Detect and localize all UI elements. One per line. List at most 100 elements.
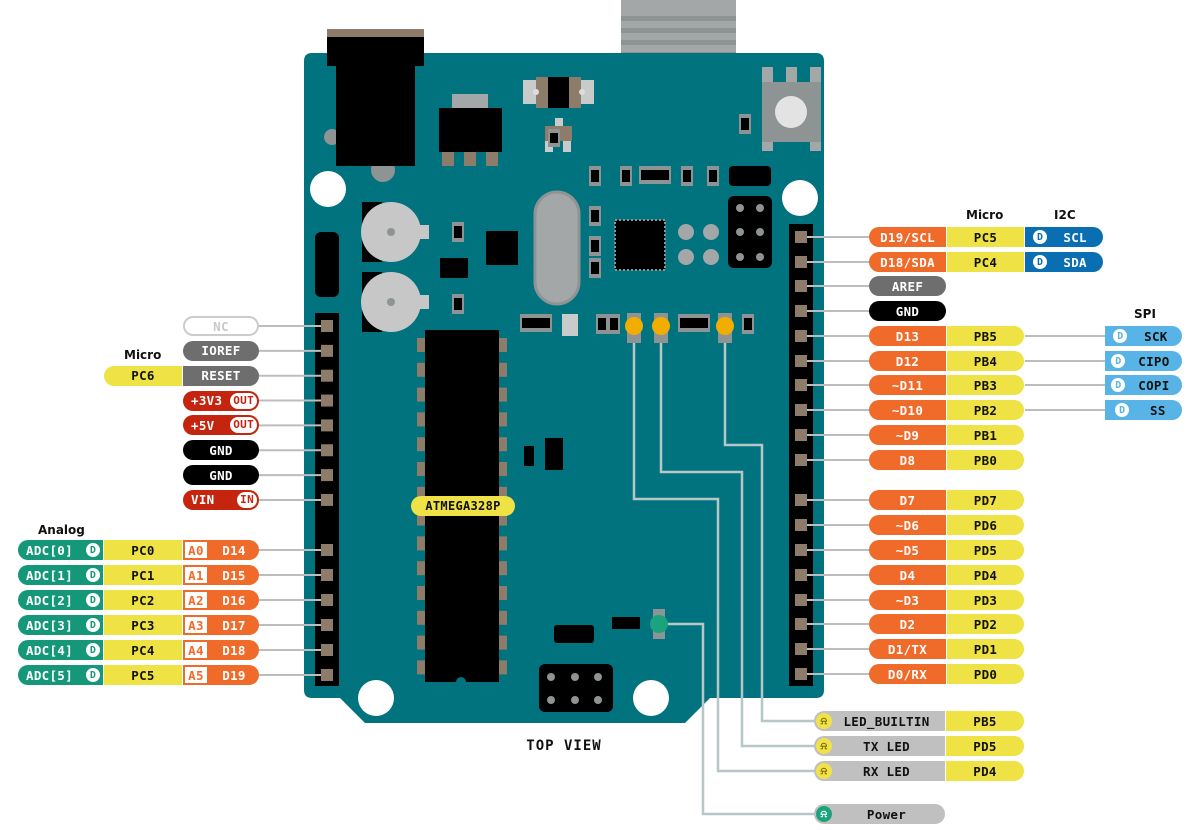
right-pin-d13: D13: [869, 326, 946, 346]
micro-pin-pd2: PD2: [947, 614, 1024, 634]
mcu-pin: [498, 536, 507, 551]
adc-label-text: ADC[5]: [26, 667, 73, 683]
right-pin-d10: ~D10: [869, 400, 946, 420]
right-pin-gnd-text: GND: [895, 303, 920, 319]
electrolytic-capacitors: [361, 202, 429, 332]
digital-capable-badge: D: [86, 543, 100, 557]
analog-pin-a1: A1: [183, 565, 209, 585]
mcu-pin: [417, 536, 426, 551]
mount-hole: [782, 180, 818, 216]
power-direction-tag: IN: [237, 491, 257, 508]
micro-pin-pb4: PB4: [947, 351, 1024, 371]
mcu-pin: [498, 387, 507, 402]
smd-part: [454, 298, 462, 310]
header-pin: [321, 469, 333, 482]
micro-pin-pb0: PB0: [947, 450, 1024, 470]
adc-label-text: ADC[1]: [26, 567, 73, 583]
icsp-header-bottom: [539, 664, 613, 712]
i2c-pin-scl-text: SCL: [1063, 229, 1087, 245]
header-pin: [795, 429, 807, 441]
digital-capable-badge: D: [86, 618, 100, 632]
smd-part: [641, 170, 669, 180]
header-pin: [321, 394, 333, 407]
power-pin-ioref: IOREF: [183, 340, 259, 361]
right-pin-d7: D7: [869, 490, 946, 510]
mcu-pin: [417, 412, 426, 427]
power-pin-reset-text: RESET: [201, 368, 241, 384]
i2c-header: I2C: [1054, 208, 1076, 222]
mcu-pin: [498, 486, 507, 501]
header-pin: [321, 444, 333, 457]
right-pin-d3-text: ~D3: [895, 592, 920, 608]
mcu-pin: [417, 462, 426, 476]
header-pin: [795, 256, 807, 268]
right-pin-d2-text: D2: [899, 616, 916, 632]
led-icon: ⍾: [816, 763, 832, 779]
digital-pin-d18: D18: [209, 640, 259, 660]
spi-pin-sck-text: SCK: [1144, 328, 1168, 344]
spi-pin-copi-text: COPI: [1138, 377, 1170, 393]
mcu-pin: [498, 610, 507, 625]
header-pin: [795, 305, 807, 317]
micro-pin-pc1-text: PC1: [131, 567, 155, 583]
right-pin-d12-text: D12: [895, 353, 920, 369]
analog-pin-a1-text: A1: [188, 567, 204, 583]
smd-part: [683, 170, 691, 182]
micro-pin-pd0-text: PD0: [973, 666, 998, 682]
reset-button[interactable]: [762, 67, 821, 151]
power-pin-5v-text: +5V: [191, 417, 215, 433]
digital-capable-badge: D: [86, 643, 100, 657]
right-pin-d9-text: ~D9: [895, 427, 920, 443]
right-pin-d8: D8: [869, 450, 946, 470]
header-pin: [795, 594, 807, 606]
led-traces: [632, 325, 815, 816]
digital-pin-d14: D14: [209, 540, 259, 560]
adc-label: ADC[1]D: [18, 565, 103, 585]
right-pin-d13-text: D13: [895, 328, 920, 344]
micro-pin-pb1: PB1: [947, 425, 1024, 445]
smd-component: [545, 438, 563, 470]
digital-pin-d15: D15: [209, 565, 259, 585]
header-pin: [321, 569, 333, 581]
power-led: [650, 615, 668, 633]
led-label-rx-led-text: RX LED: [863, 763, 910, 779]
micro-pin-pb4-text: PB4: [973, 353, 998, 369]
digital-capable-badge: D: [1115, 403, 1130, 417]
digital-capable-badge: D: [1111, 354, 1126, 368]
right-pin-d3: ~D3: [869, 590, 946, 610]
mcu-pin: [417, 362, 426, 377]
smd-part: [680, 318, 708, 328]
micro-pin-pd3: PD3: [947, 590, 1024, 610]
header-pin: [321, 369, 333, 382]
micro-pin-pc4: PC4: [947, 252, 1024, 272]
micro-pin-pd4: PD4: [947, 565, 1024, 585]
left-micro-header: Micro: [124, 348, 162, 362]
digital-pin-d19-text: D19: [222, 667, 246, 683]
right-pin-d18sda: D18/SDA: [869, 252, 946, 272]
smd-part: [454, 226, 462, 238]
mcu-pin: [417, 387, 426, 402]
micro-pin-pc4-text: PC4: [973, 254, 998, 270]
micro-pin-pb2-text: PB2: [973, 402, 998, 418]
right-pin-d1tx: D1/TX: [869, 639, 946, 659]
pin-leader-lines: [258, 236, 1106, 676]
spi-header: SPI: [1134, 307, 1156, 321]
mcu-pin: [417, 561, 426, 576]
micro-pin-pb5-text: PB5: [973, 328, 998, 344]
i2c-pin-sda-text: SDA: [1063, 254, 1087, 270]
led-label-power: Power⍾: [814, 804, 945, 824]
smd-part: [591, 210, 599, 222]
usb-stripe: [621, 28, 736, 33]
mcu-pin: [498, 660, 507, 675]
rx-led: [625, 317, 643, 335]
digital-capable-badge: D: [1113, 329, 1128, 343]
smd-component: [554, 625, 594, 643]
usb-stripe: [621, 16, 736, 21]
led-icon: ⍾: [816, 806, 832, 822]
micro-pin-pc1: PC1: [104, 565, 182, 585]
header-pin: [321, 669, 333, 681]
